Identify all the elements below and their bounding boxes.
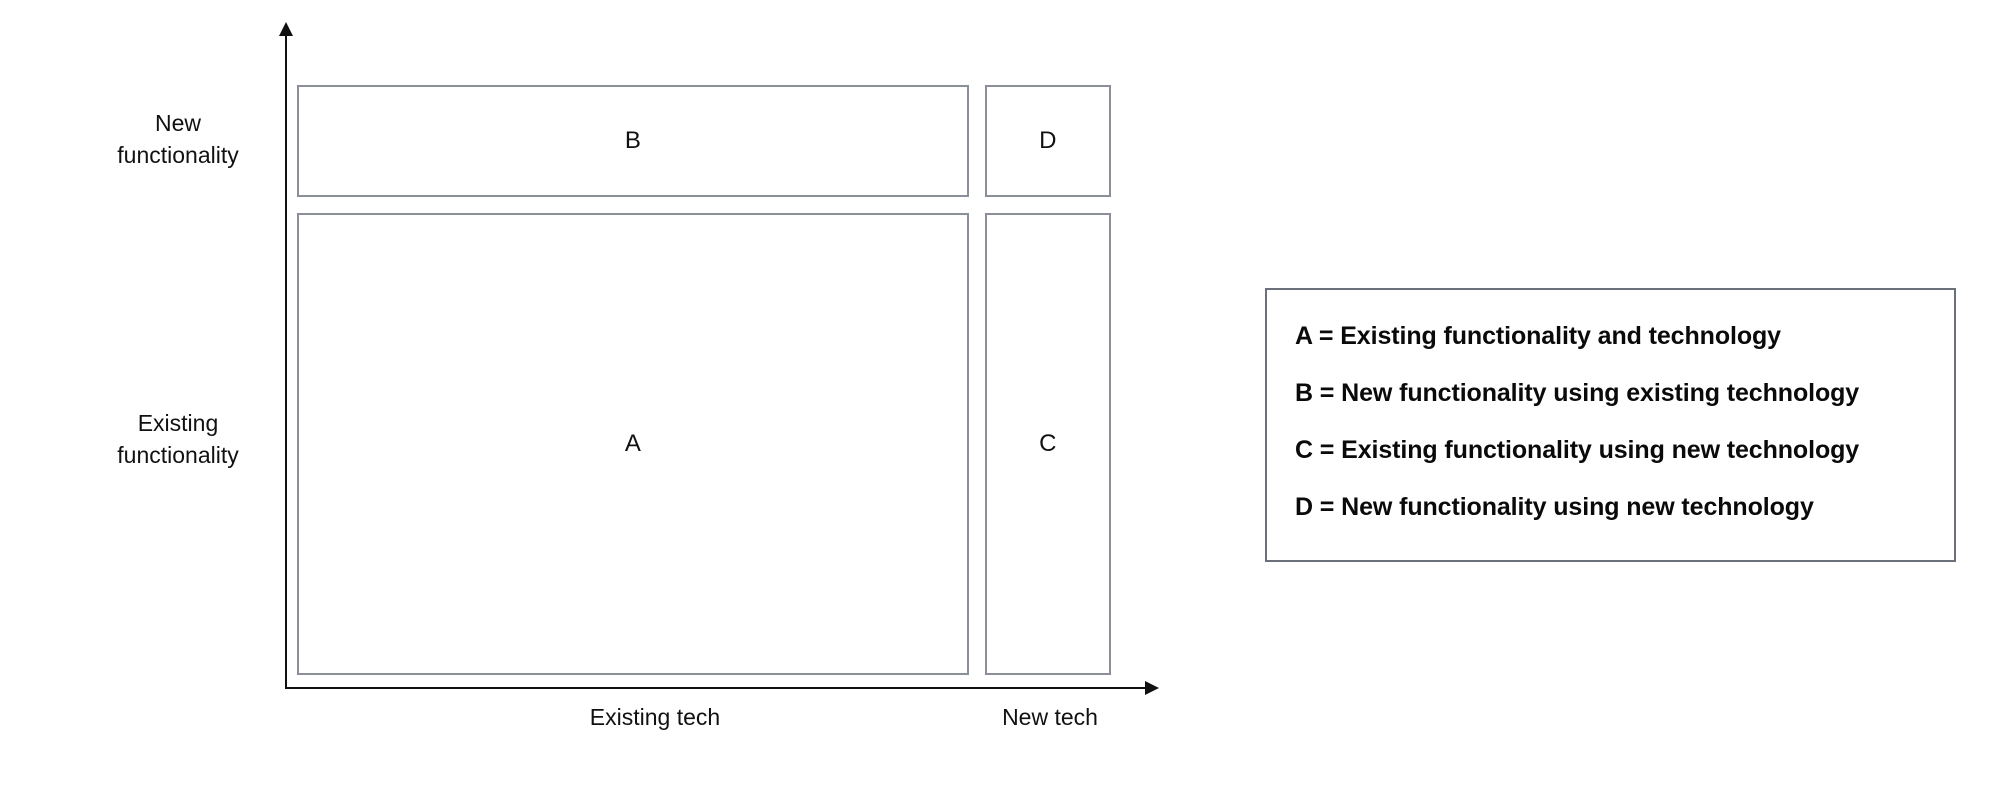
quadrant-box-d[interactable]: D xyxy=(985,85,1111,197)
y-axis-label-existing-functionality: Existing functionality xyxy=(117,410,239,468)
arrow-up-icon xyxy=(279,22,293,36)
quadrant-box-a[interactable]: A xyxy=(297,213,969,675)
quadrant-label-d: D xyxy=(1039,127,1057,154)
quadrant-box-c[interactable]: C xyxy=(985,213,1111,675)
legend-panel: A = Existing functionality and technolog… xyxy=(1265,288,1956,562)
x-axis-label-existing-tech: Existing tech xyxy=(589,704,721,730)
x-axis-line xyxy=(285,687,1151,689)
quadrant-label-a: A xyxy=(624,430,642,457)
legend-item-c: C = Existing functionality using new tec… xyxy=(1295,436,1860,464)
legend-item-b: B = New functionality using existing tec… xyxy=(1295,379,1860,407)
legend-item-a: A = Existing functionality and technolog… xyxy=(1295,322,1781,350)
quadrant-label-b: B xyxy=(624,127,642,154)
y-axis-line xyxy=(285,34,287,689)
quadrant-label-c: C xyxy=(1039,430,1057,457)
x-axis-label-new-tech: New tech xyxy=(1002,704,1098,730)
legend-item-d: D = New functionality using new technolo… xyxy=(1295,493,1814,521)
arrow-right-icon xyxy=(1145,681,1159,695)
y-axis-label-new-functionality: New functionality xyxy=(117,110,239,168)
quadrant-box-b[interactable]: B xyxy=(297,85,969,197)
